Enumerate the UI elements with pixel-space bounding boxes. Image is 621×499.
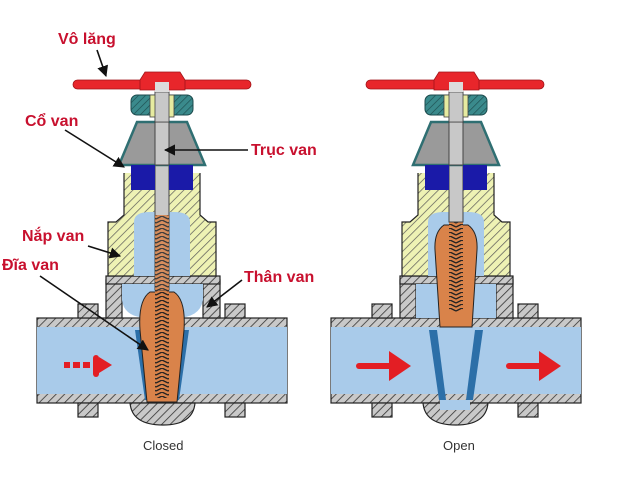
handwheel-open [365,71,545,92]
open-valve [330,71,582,426]
seat-right-open [466,330,483,400]
handwheel [72,71,252,92]
seat-left-open [429,330,446,400]
spring-open [449,222,463,312]
label-bonnet: Nắp van [22,226,84,245]
caption-open: Open [443,438,475,453]
label-neck: Cổ van [25,112,78,130]
caption-closed: Closed [143,438,183,453]
spring [155,290,169,398]
flow-arrow-blocked [64,355,112,377]
label-disc: Đĩa van [2,257,59,274]
leader-handwheel [96,49,108,78]
label-body: Thân van [244,269,314,286]
flow-arrow-out [506,351,561,381]
leader-body [206,279,243,308]
closed-valve [36,71,288,426]
label-stem: Trục van [251,142,317,159]
leader-neck [64,129,125,168]
flow-arrow-in [356,351,411,381]
label-handwheel: Vô lăng [58,31,116,48]
leader-bonnet [87,245,122,259]
leader-disc [39,275,149,351]
